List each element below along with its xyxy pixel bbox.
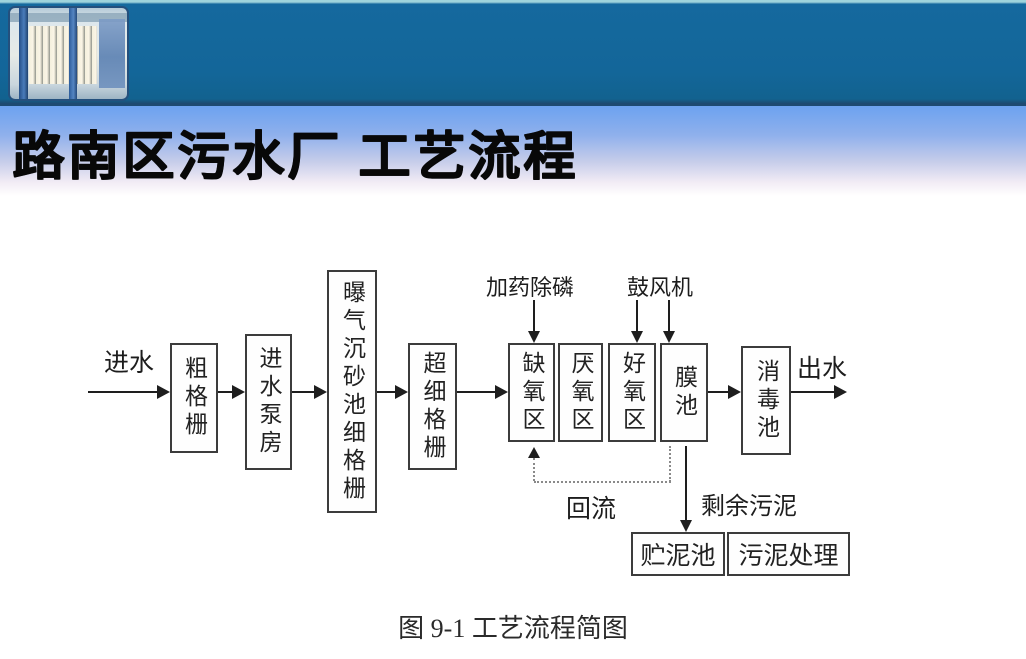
reflux-dashed-line — [533, 458, 535, 481]
arrow-right-icon — [834, 385, 847, 399]
box-sludge-storage-tank: 贮泥池 — [631, 532, 725, 576]
sludge-arrow-line — [685, 446, 687, 520]
reflux-dashed-line — [669, 446, 671, 482]
box-label: 膜池 — [671, 364, 697, 421]
blower-arrow-line — [668, 300, 670, 331]
box-sludge-treatment: 污泥处理 — [727, 532, 850, 576]
box-label: 贮泥池 — [640, 543, 716, 570]
arrow-right-icon — [395, 385, 408, 399]
box-label: 缺氧区 — [519, 350, 544, 435]
box-ultra-fine-screen: 超细格栅 — [408, 343, 457, 470]
box-label: 进水泵房 — [256, 346, 281, 458]
box-disinfection-tank: 消毒池 — [741, 346, 791, 455]
blower-arrow-line — [636, 300, 638, 331]
inflow-label: 进水 — [104, 350, 155, 377]
box-label: 好氧区 — [619, 350, 645, 435]
flow-line — [457, 391, 495, 393]
excess-sludge-label: 剩余污泥 — [701, 494, 797, 520]
photo-equipment — [98, 18, 125, 89]
box-membrane-tank: 膜池 — [660, 343, 708, 442]
header-bar — [0, 0, 1026, 106]
arrow-down-icon — [528, 331, 540, 343]
process-flow-diagram: 进水 粗格栅 进水泵房 曝气沉砂池细格栅 超细格栅 缺氧区 — [0, 196, 1026, 659]
reflux-dashed-line — [534, 481, 671, 483]
box-label: 曝气沉砂池细格栅 — [339, 279, 365, 504]
flow-line — [708, 391, 728, 393]
arrow-right-icon — [495, 385, 508, 399]
arrow-right-icon — [728, 385, 741, 399]
page-title: 路南区污水厂 工艺流程 — [12, 128, 579, 186]
arrow-right-icon — [314, 385, 327, 399]
arrow-right-icon — [157, 385, 170, 399]
flow-line — [88, 391, 157, 393]
box-aerobic-zone: 好氧区 — [608, 343, 656, 442]
arrow-down-icon — [631, 331, 643, 343]
arrow-right-icon — [232, 385, 245, 399]
outflow-label: 出水 — [797, 356, 848, 383]
dosing-label: 加药除磷 — [486, 275, 575, 300]
flow-line — [218, 391, 233, 393]
box-inlet-pump-house: 进水泵房 — [245, 334, 292, 470]
box-anaerobic-zone: 厌氧区 — [558, 343, 603, 442]
photo-steel-post — [19, 8, 29, 99]
title-band: 路南区污水厂 工艺流程 — [0, 106, 1026, 196]
plant-photo — [8, 6, 129, 101]
box-label: 超细格栅 — [420, 350, 445, 463]
dosing-arrow-line — [533, 300, 535, 331]
flow-line — [292, 391, 314, 393]
photo-steel-post — [68, 8, 77, 99]
box-label: 粗格栅 — [181, 356, 207, 440]
reflux-label: 回流 — [566, 496, 617, 523]
box-label: 厌氧区 — [568, 350, 593, 435]
blower-label: 鼓风机 — [627, 275, 694, 300]
flow-line — [791, 391, 834, 393]
box-coarse-screen: 粗格栅 — [170, 343, 218, 453]
photo-membrane-cassettes — [28, 26, 97, 85]
figure-caption: 图 9-1 工艺流程简图 — [398, 614, 628, 643]
arrow-down-icon — [663, 331, 675, 343]
box-label: 消毒池 — [753, 358, 779, 443]
box-aerated-grit-chamber-fine-screen: 曝气沉砂池细格栅 — [327, 270, 377, 513]
box-label: 污泥处理 — [738, 543, 839, 570]
flow-line — [377, 391, 395, 393]
arrow-down-icon — [680, 520, 692, 532]
box-anoxic-zone: 缺氧区 — [508, 343, 555, 442]
arrow-up-icon — [528, 447, 540, 458]
